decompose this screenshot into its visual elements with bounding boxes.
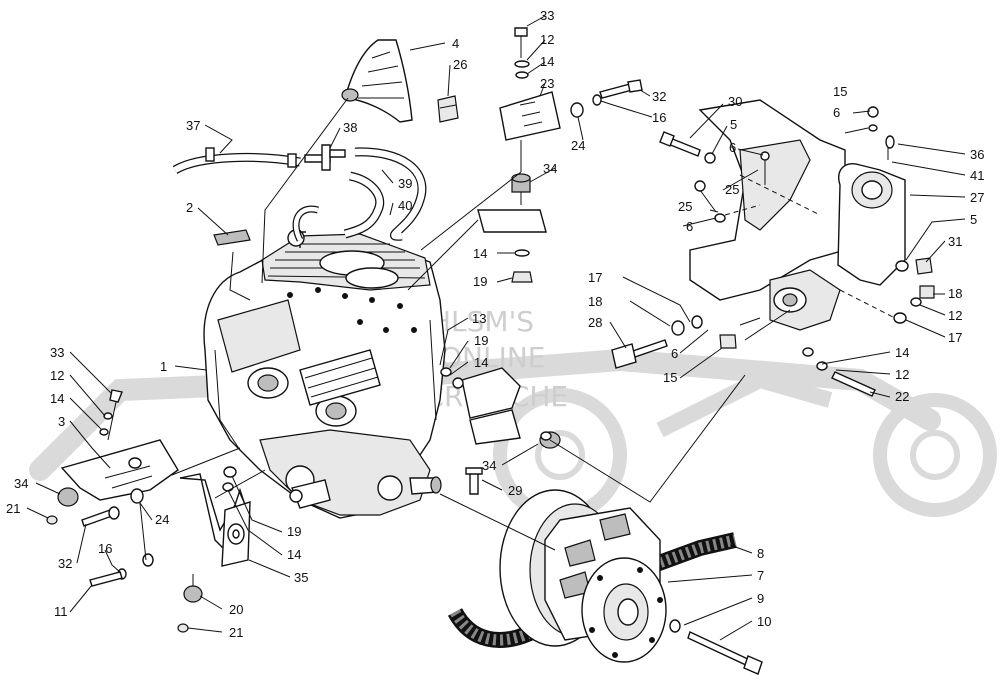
callout-25: 25 bbox=[725, 182, 739, 197]
callout-37: 37 bbox=[186, 118, 200, 133]
callout-24: 24 bbox=[155, 512, 169, 527]
callout-23: 23 bbox=[540, 76, 554, 91]
callout-5: 5 bbox=[730, 117, 737, 132]
callout-18: 18 bbox=[948, 286, 962, 301]
callout-32: 32 bbox=[58, 556, 72, 571]
small-bracket-13 bbox=[440, 367, 521, 445]
callout-34: 34 bbox=[543, 161, 557, 176]
callout-41: 41 bbox=[970, 168, 984, 183]
callout-2: 2 bbox=[186, 200, 193, 215]
callout-14: 14 bbox=[474, 355, 488, 370]
callout-15: 15 bbox=[833, 84, 847, 99]
callout-22: 22 bbox=[895, 389, 909, 404]
reference-lines bbox=[171, 97, 896, 551]
callout-6: 6 bbox=[671, 346, 678, 361]
callout-4: 4 bbox=[452, 36, 459, 51]
callout-34: 34 bbox=[14, 476, 28, 491]
callout-14: 14 bbox=[473, 246, 487, 261]
callout-33: 33 bbox=[540, 8, 554, 23]
bolt-28-hardware bbox=[611, 315, 761, 369]
front-bracket-3 bbox=[46, 389, 179, 587]
hose-assemblies bbox=[172, 144, 427, 242]
callout-36: 36 bbox=[970, 147, 984, 162]
callout-31: 31 bbox=[948, 234, 962, 249]
callout-26: 26 bbox=[453, 57, 467, 72]
callout-11: 11 bbox=[54, 604, 68, 619]
callout-25: 25 bbox=[678, 199, 692, 214]
callout-3: 3 bbox=[58, 414, 65, 429]
bolt-22-hardware bbox=[802, 347, 876, 397]
callout-24: 24 bbox=[571, 138, 585, 153]
callout-29: 29 bbox=[508, 483, 522, 498]
callout-5: 5 bbox=[970, 212, 977, 227]
callout-39: 39 bbox=[398, 176, 412, 191]
callout-6: 6 bbox=[833, 105, 840, 120]
rear-bracket-35 bbox=[177, 466, 251, 633]
callout-28: 28 bbox=[588, 315, 602, 330]
right-mount-plates bbox=[659, 99, 935, 331]
callout-8: 8 bbox=[757, 546, 764, 561]
callout-35: 35 bbox=[294, 570, 308, 585]
upper-bracket-4 bbox=[341, 39, 459, 123]
callout-15: 15 bbox=[663, 370, 677, 385]
watermark-line-2: ONLINE bbox=[440, 341, 545, 374]
callout-10: 10 bbox=[757, 614, 771, 629]
callout-27: 27 bbox=[970, 190, 984, 205]
callout-12: 12 bbox=[50, 368, 64, 383]
callout-13: 13 bbox=[472, 311, 486, 326]
callout-16: 16 bbox=[652, 110, 666, 125]
drive-clutch-assembly bbox=[447, 489, 763, 675]
engine-assembly bbox=[203, 229, 446, 519]
callout-40: 40 bbox=[398, 198, 412, 213]
callout-34: 34 bbox=[482, 458, 496, 473]
callout-1: 1 bbox=[160, 359, 167, 374]
callout-6: 6 bbox=[686, 219, 693, 234]
callout-17: 17 bbox=[588, 270, 602, 285]
callout-38: 38 bbox=[343, 120, 357, 135]
callout-20: 20 bbox=[229, 602, 243, 617]
callout-19: 19 bbox=[287, 524, 301, 539]
callout-21: 21 bbox=[229, 625, 243, 640]
callout-14: 14 bbox=[287, 547, 301, 562]
callout-12: 12 bbox=[948, 308, 962, 323]
callout-18: 18 bbox=[588, 294, 602, 309]
upper-mount-assembly bbox=[477, 27, 643, 283]
callout-21: 21 bbox=[6, 501, 20, 516]
callout-19: 19 bbox=[473, 274, 487, 289]
callout-17: 17 bbox=[948, 330, 962, 345]
callout-12: 12 bbox=[895, 367, 909, 382]
callout-labels: 33 12 14 23 32 16 24 34 14 19 4 26 37 38… bbox=[6, 8, 984, 640]
callout-32: 32 bbox=[652, 89, 666, 104]
callout-12: 12 bbox=[540, 32, 554, 47]
callout-leaders bbox=[26, 15, 966, 641]
callout-14: 14 bbox=[540, 54, 554, 69]
callout-14: 14 bbox=[50, 391, 64, 406]
callout-14: 14 bbox=[895, 345, 909, 360]
callout-7: 7 bbox=[757, 568, 764, 583]
part-2-gasket bbox=[213, 229, 251, 246]
callout-19: 19 bbox=[474, 333, 488, 348]
callout-9: 9 bbox=[757, 591, 764, 606]
callout-33: 33 bbox=[50, 345, 64, 360]
callout-16: 16 bbox=[98, 541, 112, 556]
callout-6: 6 bbox=[729, 140, 736, 155]
callout-30: 30 bbox=[728, 94, 742, 109]
